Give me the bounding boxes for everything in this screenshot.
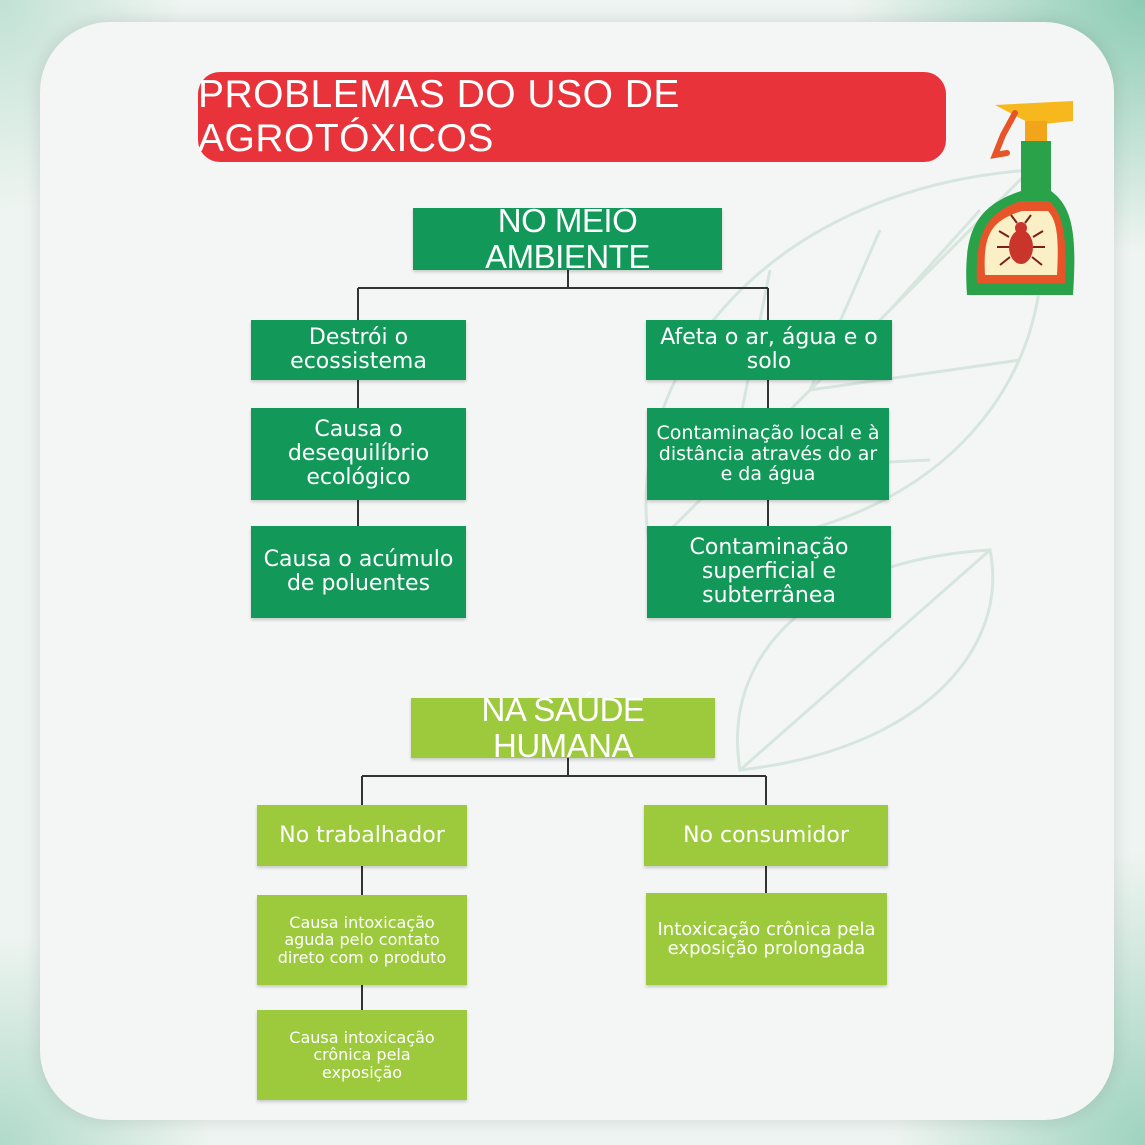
env-left-box-2: Causa o desequilíbrio ecológico [251,408,466,500]
env-right-box-3: Contaminação superficial e subterrânea [647,526,891,618]
worker-item-box-1: Causa intoxicação aguda pelo contato dir… [257,895,467,985]
env-left-box-3: Causa o acúmulo de poluentes [251,526,466,618]
worker-label-box: No trabalhador [257,805,467,866]
health-heading: NA SAÚDE HUMANA [411,692,715,763]
consumer-label-box: No consumidor [644,805,888,866]
page-title: PROBLEMAS DO USO DE AGROTÓXICOS [198,72,946,162]
content-card [40,22,1114,1120]
environment-heading: NO MEIO AMBIENTE [413,203,722,274]
pesticide-spray-bottle-icon [966,101,1075,295]
worker-item-box-2: Causa intoxicação crônica pela exposição [257,1010,467,1100]
consumer-item-box-1: Intoxicação crônica pela exposição prolo… [646,893,887,985]
env-right-box-2: Contaminação local e à distância através… [647,408,889,500]
env-left-box-1: Destrói o ecossistema [251,320,466,380]
env-right-box-1: Afeta o ar, água e o solo [646,320,892,380]
